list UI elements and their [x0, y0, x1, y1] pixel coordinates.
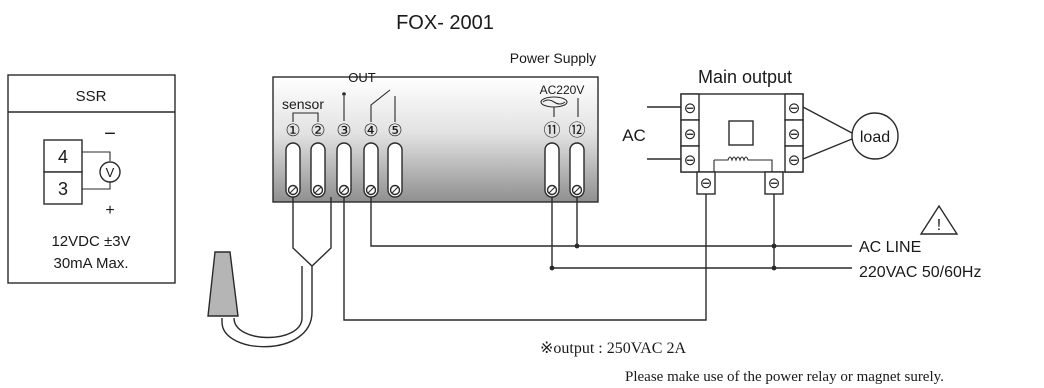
ac-line-wire-terminal4	[370, 197, 852, 247]
relay-contact-icon	[370, 89, 396, 122]
supply-wire-terminal11	[551, 197, 852, 269]
ssr-plus-sign: +	[105, 202, 114, 219]
sensor-label: sensor	[282, 96, 324, 112]
ssr-meter-wire-top	[82, 151, 111, 161]
advice-note: Please make use of the power relay or ma…	[625, 369, 944, 385]
terminal-screws	[287, 184, 583, 196]
terminal-11-number: ⑪	[544, 121, 561, 140]
ssr-meter-wire-bottom	[82, 182, 111, 190]
controller-block: OUT sensor Power Supply AC220V ① ② ③ ④ ⑤…	[272, 50, 599, 203]
terminal-5-number: ⑤	[387, 121, 402, 140]
sensor-bracket	[292, 112, 319, 122]
minus-circle-icon: ⊖	[684, 126, 697, 143]
ssr-minus-sign: −	[104, 123, 116, 145]
output-note: ※output : 250VAC 2A	[540, 340, 686, 357]
terminal-1-number: ①	[285, 121, 300, 140]
minus-circle-icon: ⊖	[684, 152, 697, 169]
junction-dot	[574, 243, 580, 249]
relay-window	[728, 120, 754, 146]
ssr-block: SSR 4 3 V − + 12VDC ±3V 30mA Max.	[7, 74, 176, 284]
ssr-spec-voltage: 12VDC ±3V	[51, 233, 130, 250]
controller-panel	[272, 76, 599, 203]
relay-side-terminals	[680, 93, 804, 195]
minus-circle-icon: ⊖	[788, 126, 801, 143]
page-title: FOX- 2001	[396, 12, 494, 34]
minus-circle-icon: ⊖	[768, 175, 781, 192]
junction-dot	[771, 243, 777, 249]
ac-supply-leads	[553, 98, 579, 117]
power-supply-label: Power Supply	[510, 50, 596, 66]
main-output-title: Main output	[698, 67, 792, 87]
main-output-block: Main output ⊖ ⊖ ⊖ ⊖ ⊖ ⊖ ⊖ ⊖ AC	[622, 67, 899, 195]
out-common-dot	[342, 92, 346, 96]
minus-circle-icon: ⊖	[684, 100, 697, 117]
terminal-2-number: ②	[310, 121, 325, 140]
minus-circle-icon: ⊖	[788, 152, 801, 169]
terminal-slots	[285, 142, 585, 198]
ssr-spec-current: 30mA Max.	[53, 255, 128, 272]
relay-terminal-symbols: ⊖ ⊖ ⊖ ⊖ ⊖ ⊖ ⊖ ⊖	[684, 100, 801, 192]
ac-label: AC	[622, 126, 646, 145]
terminal-12-number: ⑫	[569, 121, 586, 140]
coil-wire-terminal3	[343, 194, 707, 321]
voltmeter-label: V	[106, 165, 115, 180]
ac-input-wires	[647, 106, 681, 160]
terminal-5-slot	[387, 142, 403, 198]
ssr-header: SSR	[76, 88, 107, 105]
terminal-2-slot	[310, 142, 326, 198]
wiring	[207, 194, 852, 348]
out-label: OUT	[348, 70, 376, 85]
junction-dot	[771, 265, 777, 271]
sensor-probe-icon	[207, 251, 239, 317]
minus-circle-icon: ⊖	[700, 175, 713, 192]
minus-circle-icon: ⊖	[788, 100, 801, 117]
load-wires	[802, 106, 853, 160]
ssr-terminal-4-label: 4	[58, 147, 68, 167]
ac-wave-icon	[542, 99, 566, 105]
relay-coil-icon	[714, 156, 773, 172]
sensor-cable	[221, 266, 313, 348]
ac-line-label: AC LINE	[859, 239, 921, 256]
warning-icon	[919, 204, 959, 235]
terminal-4-number: ④	[363, 121, 378, 140]
terminal-numbers: ① ② ③ ④ ⑤ ⑪ ⑫	[285, 121, 585, 140]
load-label: load	[860, 129, 890, 146]
warning-mark: !	[937, 217, 941, 234]
load-icon	[851, 112, 899, 160]
voltmeter-icon	[99, 161, 121, 183]
supply-label: 220VAC 50/60Hz	[859, 264, 981, 281]
sensor-cable-inner	[233, 266, 303, 339]
ssr-terminal-3-label: 3	[58, 179, 68, 199]
junction-dot	[549, 265, 555, 271]
ssr-frame	[7, 74, 176, 284]
ssr-terminal-3	[43, 171, 83, 205]
ac220v-label: AC220V	[540, 83, 585, 97]
sensor-lead-wires	[292, 197, 332, 267]
terminal-3-number: ③	[336, 121, 351, 140]
